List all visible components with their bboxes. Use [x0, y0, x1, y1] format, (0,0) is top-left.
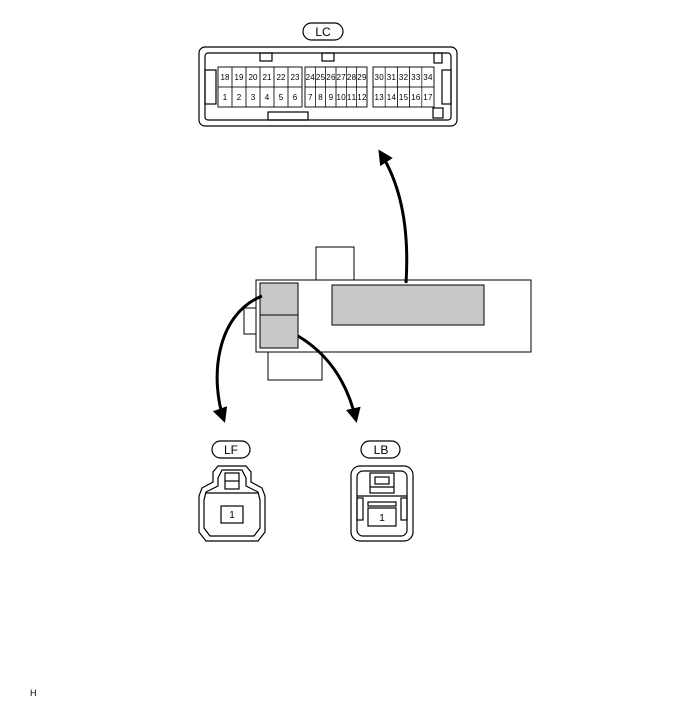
lc-pin-number: 18 [221, 73, 230, 82]
lc-pin-number: 32 [399, 73, 409, 82]
lc-pin-number: 13 [375, 93, 385, 102]
svg-text:LF: LF [224, 443, 238, 457]
lc-pin-number: 15 [399, 93, 409, 102]
lb-socket [259, 314, 299, 349]
lc-pin-number: 26 [326, 73, 336, 82]
lc-pin-number: 28 [347, 73, 357, 82]
lc-pin-number: 8 [318, 93, 323, 102]
lc-pin-number: 10 [337, 93, 347, 102]
connector-lf-pin: 1 [229, 510, 235, 521]
lc-pin-number: 29 [357, 73, 367, 82]
lc-pin-number: 11 [347, 93, 357, 102]
lc-pin-number: 23 [291, 73, 300, 82]
lc-socket [331, 284, 485, 326]
lc-pin-number: 25 [316, 73, 326, 82]
lc-pin-number: 2 [237, 93, 242, 102]
connector-lc-housing [198, 46, 458, 127]
connection-arrows [212, 149, 409, 423]
lc-pin-number: 14 [387, 93, 397, 102]
connector-lb-label: LB [360, 440, 401, 459]
lc-pin-cell [287, 86, 303, 108]
connector-lc: LC 1811922032142252362472582692710281129… [198, 22, 458, 127]
lc-pin-number: 20 [249, 73, 258, 82]
arrow-to-lc [378, 149, 409, 284]
lc-pin-number: 27 [337, 73, 347, 82]
arrow-to-lf [212, 294, 263, 423]
lc-pin-number: 31 [387, 73, 397, 82]
lc-pin-number: 22 [277, 73, 286, 82]
lc-pin-number: 16 [411, 93, 421, 102]
connector-lb: LB 1 [350, 440, 414, 542]
lc-pin-cell [421, 86, 435, 108]
arrow-to-lb [297, 334, 361, 423]
lc-pin-number: 1 [223, 93, 228, 102]
lc-pin-number: 9 [329, 93, 334, 102]
lc-pin-cell [356, 86, 368, 108]
connector-lb-housing [350, 465, 414, 542]
lc-pin-number: 6 [293, 93, 298, 102]
connector-lf: LF 1 [198, 440, 266, 542]
svg-text:LB: LB [374, 443, 389, 457]
lc-pin-number: 34 [423, 73, 433, 82]
connector-lf-label: LF [211, 440, 251, 459]
lc-pin-number: 17 [423, 93, 433, 102]
lc-pin-number: 7 [308, 93, 313, 102]
lc-pin-number: 4 [265, 93, 270, 102]
corner-mark: H [30, 688, 37, 698]
connector-lf-housing [198, 465, 266, 542]
lc-pin-number: 24 [306, 73, 316, 82]
connector-lc-pins: 1811922032142252362472582692710281129123… [217, 66, 435, 108]
connector-lc-label: LC [302, 22, 344, 41]
lc-pin-number: 19 [235, 73, 244, 82]
lc-pin-number: 21 [263, 73, 272, 82]
lf-socket [259, 282, 299, 316]
lc-pin-number: 33 [411, 73, 421, 82]
lc-pin-number: 5 [279, 93, 284, 102]
junction-block [243, 246, 532, 381]
lc-pin-number: 30 [375, 73, 385, 82]
lc-pin-number: 12 [357, 93, 367, 102]
lc-pin-number: 3 [251, 93, 256, 102]
connector-lb-pin: 1 [379, 513, 385, 524]
svg-text:LC: LC [315, 25, 331, 39]
